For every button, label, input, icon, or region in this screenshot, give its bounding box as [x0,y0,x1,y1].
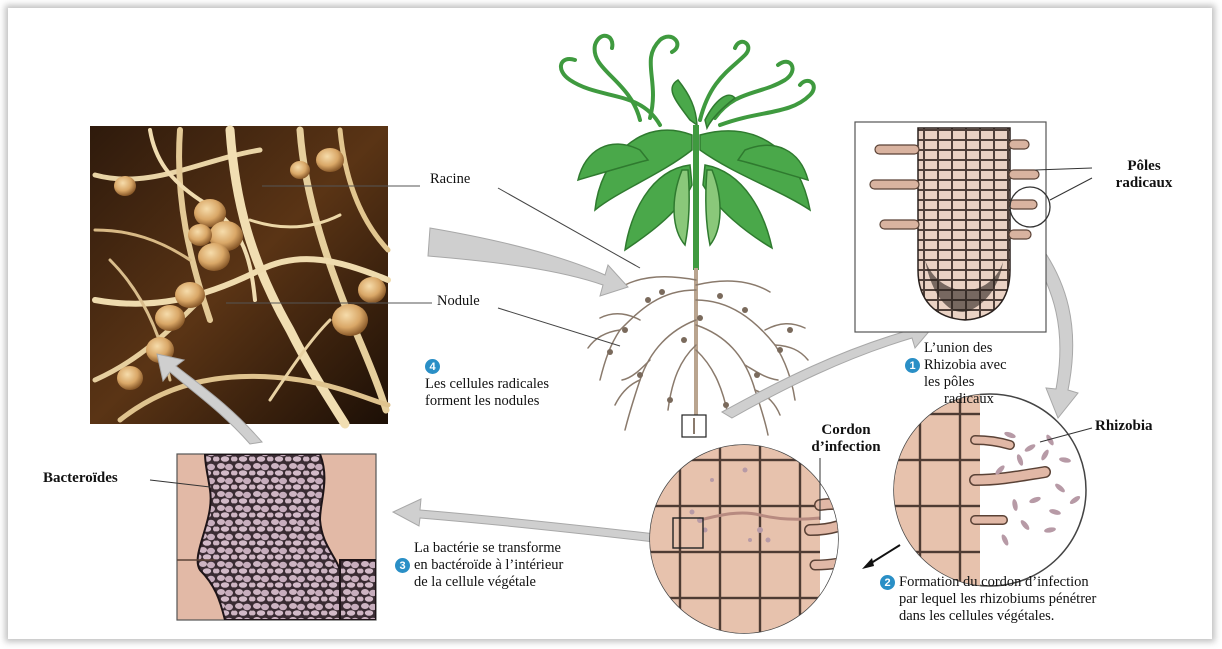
step-1-line: les pôles [924,374,1007,391]
label-nodule: Nodule [437,293,480,310]
step-4-text: Les cellules radicales forment les nodul… [425,376,549,410]
label-cordon-infection: Cordon d’infection [806,422,886,456]
infection-thread-circle [645,440,860,640]
step-3-line: de la cellule végétale [414,574,563,591]
step-1-line: radicaux [924,391,1007,408]
bacteroid-panel [150,454,376,620]
step-1: 1 L’union des Rhizobia avec les pôles ra… [905,340,1007,408]
label-poles-line2: radicaux [1108,175,1180,192]
step-3-line: en bactéroïde à l’intérieur [414,557,563,574]
step-1-badge: 1 [905,358,920,373]
step-4-badge: 4 [425,359,440,374]
nodule-photo [90,126,432,424]
label-cordon-line2: d’infection [806,439,886,456]
step-1-line: Rhizobia avec [924,357,1007,374]
label-poles-line1: Pôles [1108,158,1180,175]
step-2-text: Formation du cordon d’infection par lequ… [899,574,1096,625]
step-1-line: L’union des [924,340,1007,357]
rhizobia-circle [880,390,1092,600]
step-3-text: La bactérie se transforme en bactéroïde … [414,540,563,591]
label-cordon-line1: Cordon [806,422,886,439]
step-2: 2 Formation du cordon d’infection par le… [880,574,1096,625]
step-1-text: L’union des Rhizobia avec les pôles radi… [924,340,1007,408]
step-2-badge: 2 [880,575,895,590]
step-3-line: La bactérie se transforme [414,540,563,557]
step-4-line: Les cellules radicales [425,376,549,393]
step-2-line: Formation du cordon d’infection [899,574,1096,591]
step-2-line: dans les cellules végétales. [899,608,1096,625]
label-bacteroides: Bacteroïdes [43,470,118,487]
step-3-badge: 3 [395,558,410,573]
step-2-line: par lequel les rhizobiums pénétrer [899,591,1096,608]
label-racine: Racine [430,171,470,188]
label-poles-radicaux: Pôles radicaux [1108,158,1180,192]
step-4-line: forment les nodules [425,393,549,410]
step-3: 3 La bactérie se transforme en bactéroïd… [395,540,563,591]
step-4: 4 Les cellules radicales forment les nod… [425,358,549,410]
label-rhizobia: Rhizobia [1095,418,1153,435]
